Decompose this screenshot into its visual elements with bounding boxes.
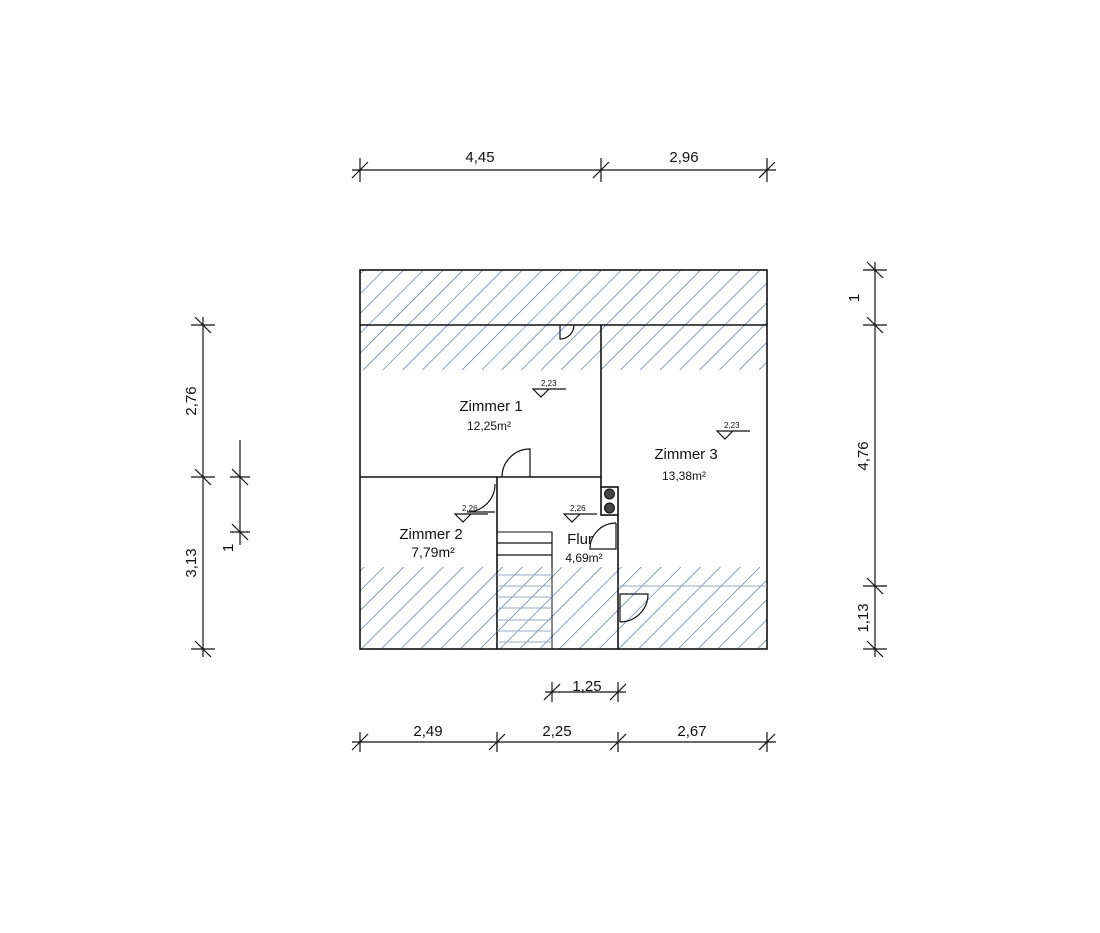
room-area-zimmer-3: 13,38m²	[662, 469, 706, 483]
roof-slope-hatching	[360, 270, 767, 649]
room-name-flur: Flur	[567, 531, 593, 548]
door-zimmer-2	[466, 483, 496, 513]
level-zimmer-2: 2,26	[462, 504, 478, 513]
room-area-flur: 4,69m²	[565, 551, 602, 565]
door-roof-hatch	[559, 324, 575, 340]
doors	[466, 324, 649, 623]
level-markers	[453, 388, 750, 523]
level-flur: 2,26	[570, 504, 586, 513]
dim-bottom-2: 2,25	[542, 723, 571, 740]
level-zimmer-1: 2,23	[541, 379, 557, 388]
room-name-zimmer-2: Zimmer 2	[399, 526, 462, 543]
door-storage	[619, 593, 649, 623]
dim-stair-width: 1,25	[572, 678, 601, 695]
door-zimmer-1	[501, 448, 531, 478]
dim-top-1: 4,45	[465, 149, 494, 166]
staircase	[496, 531, 553, 650]
dim-left-1: 2,76	[183, 386, 200, 415]
room-area-zimmer-1: 12,25m²	[467, 419, 511, 433]
dim-bottom-1: 2,49	[413, 723, 442, 740]
dim-left-small: 1	[220, 544, 237, 552]
dimension-lines	[191, 158, 887, 752]
dim-right-2: 4,76	[855, 441, 872, 470]
door-flur	[589, 522, 617, 550]
dim-top-2: 2,96	[669, 149, 698, 166]
dim-left-2: 3,13	[183, 548, 200, 577]
room-name-zimmer-1: Zimmer 1	[459, 398, 522, 415]
chimney	[600, 486, 619, 516]
dim-right-3: 1,13	[855, 603, 872, 632]
dim-bottom-3: 2,67	[677, 723, 706, 740]
room-name-zimmer-3: Zimmer 3	[654, 446, 717, 463]
level-zimmer-3: 2,23	[724, 421, 740, 430]
room-area-zimmer-2: 7,79m²	[411, 544, 455, 560]
dim-right-1: 1	[846, 294, 863, 302]
